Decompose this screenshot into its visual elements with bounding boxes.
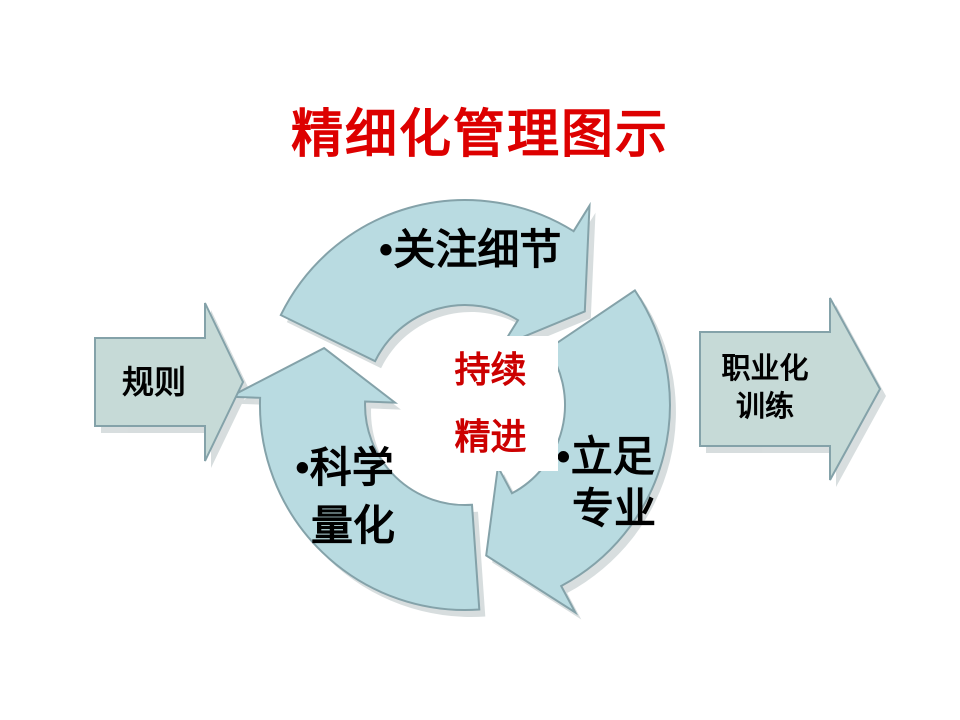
- cycle-label-professional-basis: •立足 专业: [556, 432, 656, 536]
- cycle-segment-right: [485, 289, 671, 616]
- center-box: 持续 精进: [423, 336, 558, 471]
- left-arrow-label: 规则: [121, 364, 186, 400]
- center-box-line2: 精进: [454, 417, 527, 458]
- cycle-label-professional-line1: •立足: [556, 435, 655, 481]
- cycle-label-scientific-line1: •科学: [295, 446, 394, 492]
- cycle-segment-top: [279, 199, 591, 363]
- cycle-label-attention-to-detail: •关注细节: [378, 228, 562, 274]
- right-arrow-label-line1: 职业化: [721, 353, 809, 385]
- cycle-segment-bottom-left: [226, 346, 481, 611]
- cycle-label-scientific-line2: 量化: [311, 504, 396, 550]
- cycle-label-professional-line2: 专业: [572, 487, 657, 533]
- cycle-label-scientific-quantification: •科学 量化: [295, 440, 395, 556]
- center-box-line1: 持续: [454, 349, 527, 390]
- left-block-arrow: [94, 302, 245, 462]
- right-block-arrow: [699, 297, 882, 481]
- slide-title: 精细化管理图示: [290, 107, 669, 164]
- right-arrow-label-line2: 训练: [735, 391, 794, 423]
- right-arrow-label: 职业化 训练: [700, 350, 830, 426]
